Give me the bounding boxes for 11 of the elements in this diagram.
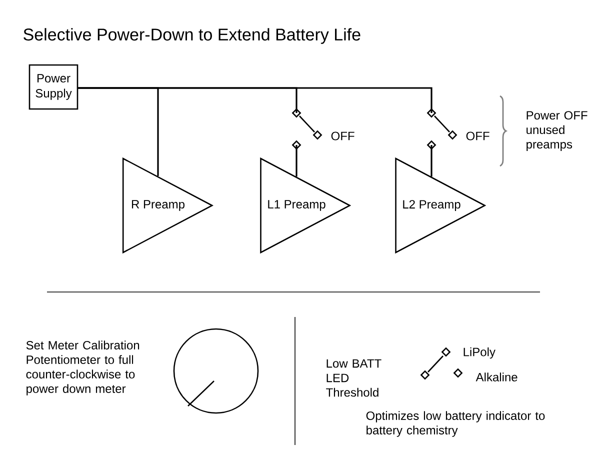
switch-label: Low BATT LED Threshold <box>326 359 382 397</box>
note-text: Power OFF unused preamps <box>526 111 588 151</box>
switch-label: OFF <box>466 132 490 140</box>
power-supply-box: Power Supply <box>28 64 78 110</box>
switch-label: LiPoly <box>464 347 496 359</box>
note-text: Set Meter Calibration Potentiometer to full counter-clockwise to power down meter <box>26 340 140 396</box>
connector-line <box>77 87 432 178</box>
switch-label: OFF <box>331 132 354 140</box>
title: Selective Power-Down to Extend Battery Life <box>24 28 360 44</box>
switch-label: Alkaline <box>476 372 518 382</box>
note-text: Optimizes low battery indicator to battery chemistry <box>366 411 545 437</box>
